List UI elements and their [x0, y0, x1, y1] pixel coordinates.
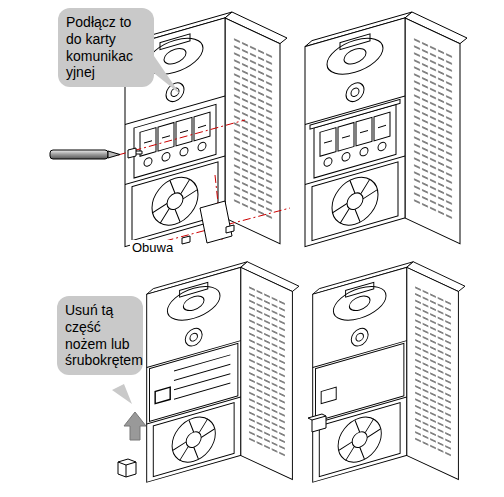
callout-text: Usuń tą część nożem lub śrubokrętem	[65, 302, 135, 369]
callout-tail	[112, 384, 132, 404]
callout-bubble: Usuń tą część nożem lub śrubokrętem	[57, 296, 143, 375]
callout-text: Podłącz to do karty komunikac yjnej	[66, 14, 146, 81]
part-label: Obuwa	[130, 240, 175, 255]
callout-bubble: Podłącz to do karty komunikac yjnej	[58, 8, 154, 87]
